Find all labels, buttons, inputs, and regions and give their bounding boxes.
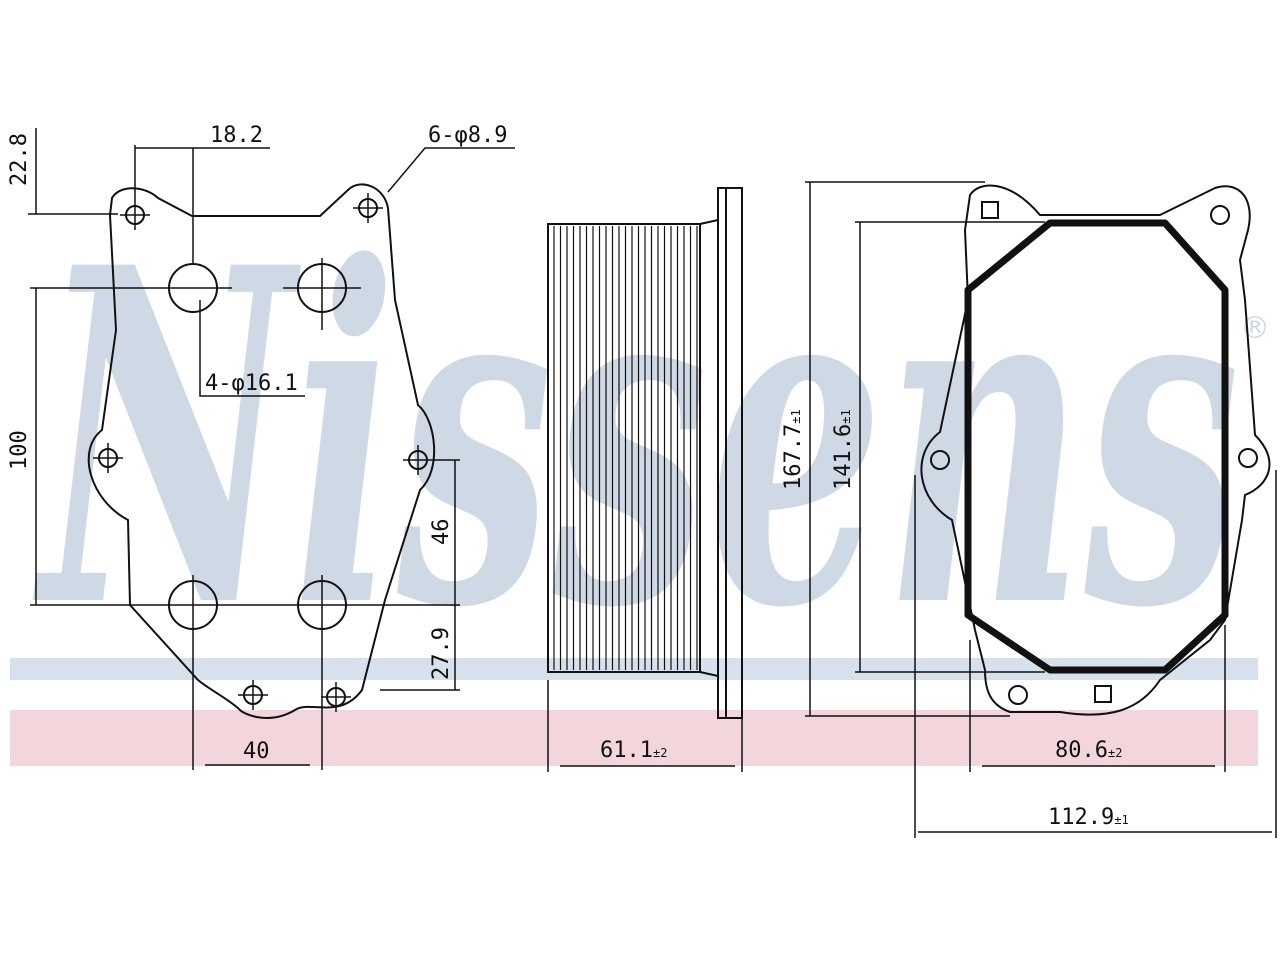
gasket-seal: [964, 219, 1229, 674]
rear-dimension-lines: [805, 181, 1277, 838]
rear-plate-outline: [920, 184, 1271, 716]
side-dimension-lines: [547, 680, 743, 772]
dim-height-100: 100: [7, 430, 32, 470]
flange-centerlines: [30, 193, 460, 770]
fin-pack-outline: [547, 223, 701, 673]
nissens-watermark: Nissens ®: [10, 169, 1270, 766]
rear-hole-left: [930, 450, 950, 470]
flange-outline: [87, 183, 436, 719]
watermark-registered-mark: ®: [1240, 311, 1270, 346]
rear-hole-right: [1238, 448, 1258, 468]
dim-large-holes: 4-φ16.1: [205, 371, 298, 396]
cooling-fins: [553, 226, 698, 670]
rear-hole-bottom-right: [1094, 685, 1112, 703]
dim-width-112-9: 112.9±1: [1048, 805, 1129, 830]
dim-small-holes: 6-φ8.9: [428, 123, 507, 148]
rear-hole-bottom-left: [1008, 685, 1028, 705]
rear-bolt-holes: [930, 201, 1258, 705]
mount-plate-side: [717, 187, 743, 719]
dim-height-141-6: 141.6±1: [831, 409, 856, 490]
watermark-band-pink: [10, 710, 1258, 766]
dim-height-27-9: 27.9: [429, 627, 454, 680]
watermark-logo-text: Nissens: [31, 169, 1240, 709]
dim-top-offset: 22.8: [7, 133, 32, 186]
flange-dimension-lines: [28, 128, 515, 766]
dim-height-46: 46: [429, 519, 454, 546]
dim-width-80-6: 80.6±2: [1055, 738, 1122, 763]
dim-hole-offset: 18.2: [210, 123, 263, 148]
rear-hole-top-right: [1210, 205, 1230, 225]
dim-depth: 61.1±2: [600, 738, 667, 763]
dim-width-40: 40: [243, 739, 270, 764]
rear-view-gasket-face: 167.7±1 141.6±1 80.6±2 112.9±1: [781, 181, 1277, 838]
rear-hole-top-left: [981, 201, 999, 219]
front-view-flange: 22.8 18.2 6-φ8.9 4-φ16.1 100 46 27.9 40: [7, 123, 515, 770]
dim-height-167-7: 167.7±1: [781, 409, 806, 490]
side-view-profile: 61.1±2: [547, 187, 743, 772]
